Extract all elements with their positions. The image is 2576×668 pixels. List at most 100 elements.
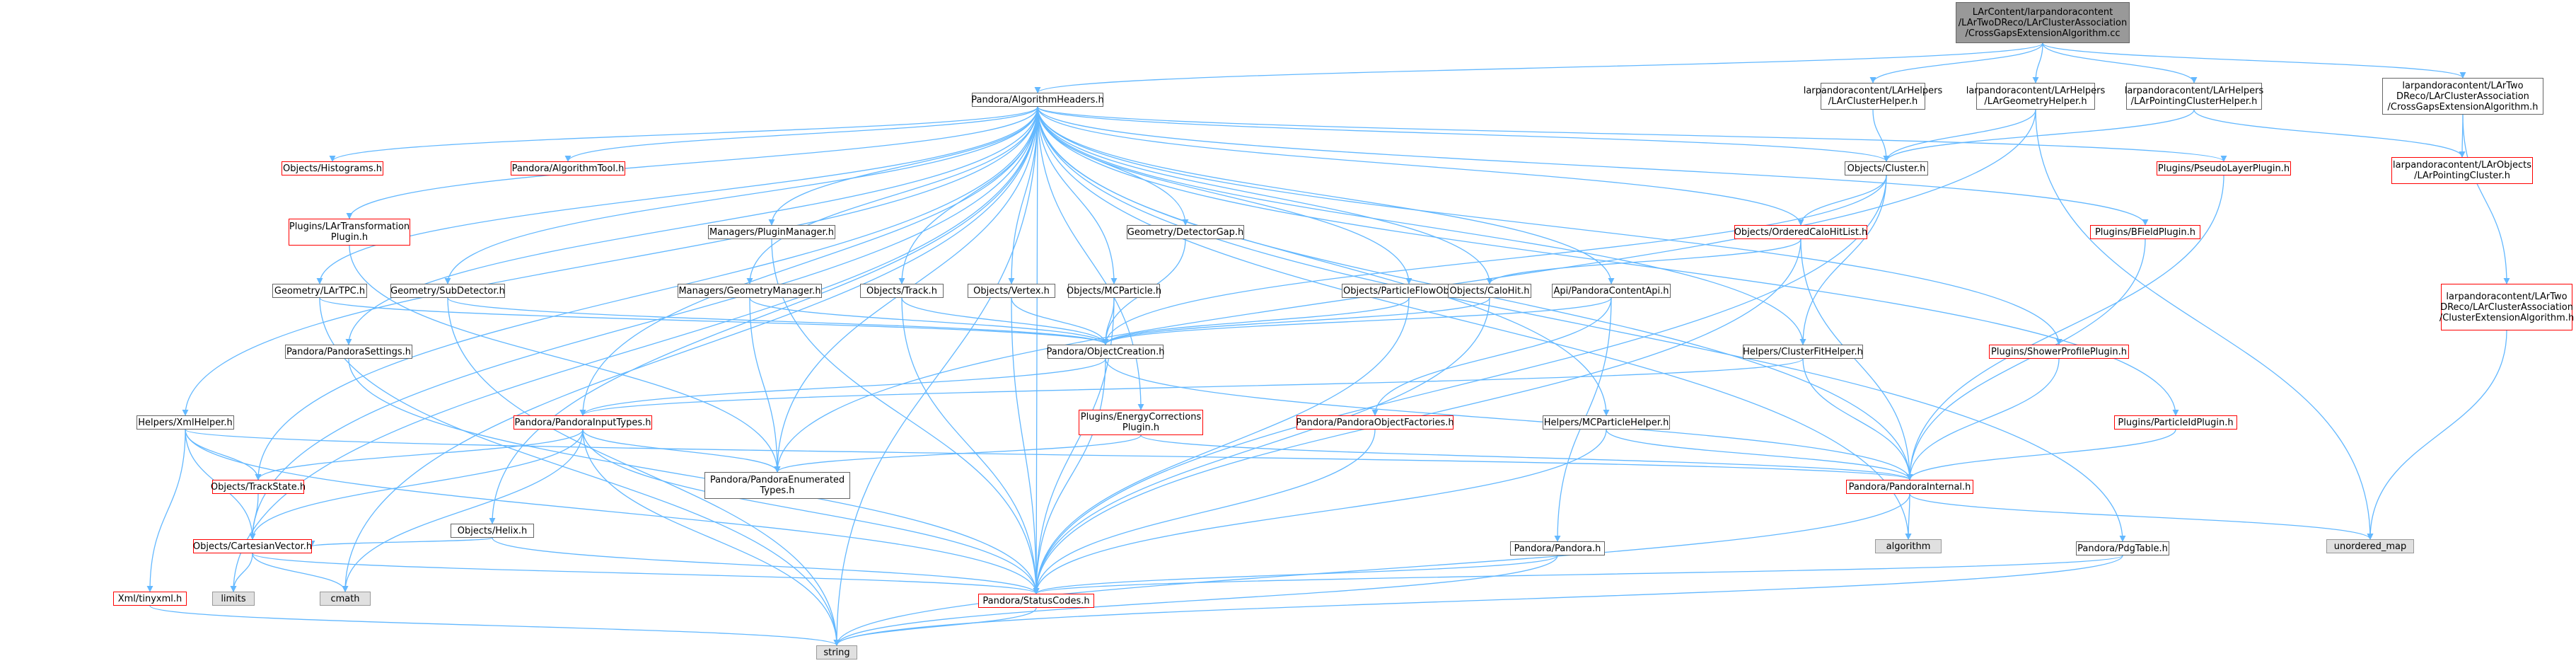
- graph-node-pstat[interactable]: Pandora/StatusCodes.h: [978, 594, 1094, 608]
- edge-otrack-to-ocre: [901, 297, 1109, 345]
- edge-ltpc-to-ocre: [319, 297, 1109, 345]
- graph-node-otrack[interactable]: Objects/Track.h: [860, 284, 944, 298]
- edge-pset-to-pstat: [348, 358, 1040, 594]
- edge-plugm-to-pstat: [771, 238, 1040, 594]
- graph-node-label: Objects/CartesianVector.h: [192, 541, 313, 552]
- graph-node-cluh[interactable]: larpandoracontent/LArHelpers /LArCluster…: [1804, 83, 1942, 110]
- graph-node-ocl[interactable]: Objects/Cluster.h: [1845, 161, 1928, 175]
- graph-node-pid[interactable]: Plugins/ParticleIdPlugin.h: [2114, 415, 2237, 430]
- graph-node-hist[interactable]: Objects/Histograms.h: [282, 161, 383, 175]
- graph-node-otrst[interactable]: Objects/TrackState.h: [210, 480, 306, 494]
- graph-node-label: Managers/PluginManager.h: [709, 226, 835, 238]
- graph-node-xml[interactable]: Helpers/XmlHelper.h: [137, 415, 234, 430]
- graph-node-pand[interactable]: Pandora/Pandora.h: [1510, 541, 1605, 555]
- graph-node-pinput[interactable]: Pandora/PandoraInputTypes.h: [514, 415, 652, 430]
- edge-xml-to-xmltiny: [146, 429, 186, 592]
- graph-node-pdg[interactable]: Pandora/PdgTable.h: [2076, 541, 2169, 555]
- graph-node-label: Helpers/XmlHelper.h: [138, 417, 233, 428]
- graph-node-subdet[interactable]: Geometry/SubDetector.h: [390, 284, 505, 298]
- graph-node-xmltiny[interactable]: Xml/tinyxml.h: [113, 592, 187, 606]
- edge-algh-to-api: [1037, 106, 1615, 284]
- edge-ocv-to-limits: [230, 553, 253, 592]
- edge-geoh-to-ocl: [1883, 109, 2036, 162]
- edge-xmltiny-to-string: [149, 605, 840, 646]
- graph-node-cmath: cmath: [320, 592, 371, 606]
- edge-xml-to-pint: [185, 429, 1913, 480]
- graph-node-ltrans[interactable]: Plugins/LArTransformation Plugin.h: [289, 219, 410, 246]
- graph-node-ocv[interactable]: Objects/CartesianVector.h: [193, 539, 312, 553]
- edge-algh-to-ltpc: [316, 106, 1038, 284]
- graph-node-geoh[interactable]: larpandoracontent/LArHelpers /LArGeometr…: [1966, 83, 2105, 110]
- edge-algh-to-mchelp: [1037, 106, 1610, 416]
- graph-node-label: Pandora/ObjectCreation.h: [1046, 346, 1165, 357]
- edge-pinput-to-ocv: [249, 429, 584, 540]
- edge-cluh-to-ocl: [1872, 109, 1890, 162]
- graph-node-label: Pandora/PandoraEnumerated Types.h: [709, 475, 845, 496]
- graph-node-penum[interactable]: Pandora/PandoraEnumerated Types.h: [704, 472, 850, 499]
- edge-algh-to-otrst: [255, 106, 1038, 480]
- edge-ltpc-to-string: [319, 297, 840, 646]
- graph-node-label: Objects/TrackState.h: [210, 481, 306, 493]
- graph-node-label: larpandoracontent/LArTwo DReco/LArCluste…: [2439, 291, 2575, 323]
- graph-node-plugm[interactable]: Managers/PluginManager.h: [708, 225, 835, 239]
- edge-ohelix-to-ocv: [308, 537, 493, 547]
- graph-node-label: Plugins/BFieldPlugin.h: [2094, 226, 2196, 238]
- edge-api-to-ocre: [1102, 297, 1612, 345]
- graph-node-pint[interactable]: Pandora/PandoraInternal.h: [1846, 480, 1973, 494]
- graph-node-cfit[interactable]: Helpers/ClusterFitHelper.h: [1743, 345, 1863, 359]
- edge-root-to-algh: [1034, 42, 2043, 93]
- graph-node-label: Helpers/ClusterFitHelper.h: [1743, 346, 1863, 357]
- graph-node-pch[interactable]: larpandoracontent/LArHelpers /LArPointin…: [2124, 83, 2264, 110]
- graph-node-bfield[interactable]: Plugins/BFieldPlugin.h: [2090, 225, 2200, 239]
- graph-node-ocre[interactable]: Pandora/ObjectCreation.h: [1046, 345, 1165, 359]
- graph-node-label: Objects/CaloHit.h: [1449, 285, 1530, 296]
- graph-node-label: Pandora/Pandora.h: [1514, 543, 1601, 554]
- graph-node-pset[interactable]: Pandora/PandoraSettings.h: [285, 345, 412, 359]
- graph-node-atool[interactable]: Pandora/AlgorithmTool.h: [511, 161, 625, 175]
- edge-algh-to-cmath: [342, 106, 1038, 592]
- edge-ocl-to-cfit: [1799, 175, 1887, 345]
- graph-node-root: LArContent/larpandoracontent /LArTwoDRec…: [1956, 2, 2130, 43]
- edge-ocalo-to-ocre: [1102, 297, 1490, 345]
- graph-node-pseudo[interactable]: Plugins/PseudoLayerPlugin.h: [2157, 161, 2291, 175]
- graph-node-ochl[interactable]: Objects/OrderedCaloHitList.h: [1734, 225, 1867, 239]
- graph-node-string: string: [816, 645, 857, 660]
- graph-node-umap: unordered_map: [2326, 539, 2414, 553]
- graph-node-api[interactable]: Api/PandoraContentApi.h: [1552, 284, 1671, 298]
- graph-node-label: algorithm: [1886, 541, 1931, 552]
- graph-node-algh[interactable]: Pandora/AlgorithmHeaders.h: [971, 93, 1104, 107]
- graph-node-pobjf[interactable]: Pandora/PandoraObjectFactories.h: [1296, 415, 1454, 430]
- graph-node-ocalo[interactable]: Objects/CaloHit.h: [1448, 284, 1531, 298]
- graph-node-label: larpandoracontent/LArObjects /LArPointin…: [2393, 160, 2531, 181]
- graph-node-geom[interactable]: Managers/GeometryManager.h: [678, 284, 822, 298]
- graph-node-mchelp[interactable]: Helpers/MCParticleHelper.h: [1543, 415, 1670, 430]
- graph-node-overt[interactable]: Objects/Vertex.h: [968, 284, 1055, 298]
- graph-node-shower[interactable]: Plugins/ShowerProfilePlugin.h: [1989, 345, 2129, 359]
- edge-algh-to-dgap: [1037, 106, 1189, 226]
- graph-node-omcp[interactable]: Objects/MCParticle.h: [1067, 284, 1161, 298]
- edge-algh-to-omcp: [1037, 106, 1118, 284]
- graph-node-dgap[interactable]: Geometry/DetectorGap.h: [1127, 225, 1244, 239]
- graph-node-ltpc[interactable]: Geometry/LArTPC.h: [272, 284, 367, 298]
- graph-node-lpc[interactable]: larpandoracontent/LArObjects /LArPointin…: [2391, 157, 2533, 184]
- edge-ext-to-umap: [2367, 330, 2507, 540]
- graph-node-label: larpandoracontent/LArTwo DReco/LArCluste…: [2387, 80, 2539, 113]
- graph-node-cea[interactable]: larpandoracontent/LArTwo DReco/LArCluste…: [2382, 78, 2543, 115]
- graph-node-label: Plugins/ShowerProfilePlugin.h: [1991, 346, 2127, 357]
- graph-node-label: larpandoracontent/LArHelpers /LArGeometr…: [1966, 86, 2106, 107]
- edge-pint-to-algo: [1905, 493, 1912, 540]
- graph-node-encorr[interactable]: Plugins/EnergyCorrections Plugin.h: [1079, 410, 1203, 435]
- graph-node-label: Pandora/PandoraInternal.h: [1848, 481, 1971, 493]
- edge-algh-to-opfo: [1037, 106, 1412, 284]
- edge-ochl-to-pint: [1800, 238, 1913, 480]
- edge-algh-to-xml: [182, 106, 1038, 416]
- graph-node-label: Pandora/StatusCodes.h: [982, 595, 1090, 606]
- graph-node-ext[interactable]: larpandoracontent/LArTwo DReco/LArCluste…: [2439, 284, 2575, 330]
- graph-node-label: Pandora/AlgorithmHeaders.h: [971, 94, 1104, 105]
- graph-node-ohelix[interactable]: Objects/Helix.h: [451, 524, 534, 538]
- edge-algh-to-atool: [564, 106, 1038, 162]
- graph-node-label: Helpers/MCParticleHelper.h: [1543, 417, 1669, 428]
- graph-node-label: larpandoracontent/LArHelpers /LArPointin…: [2124, 86, 2264, 107]
- graph-node-label: string: [823, 647, 850, 658]
